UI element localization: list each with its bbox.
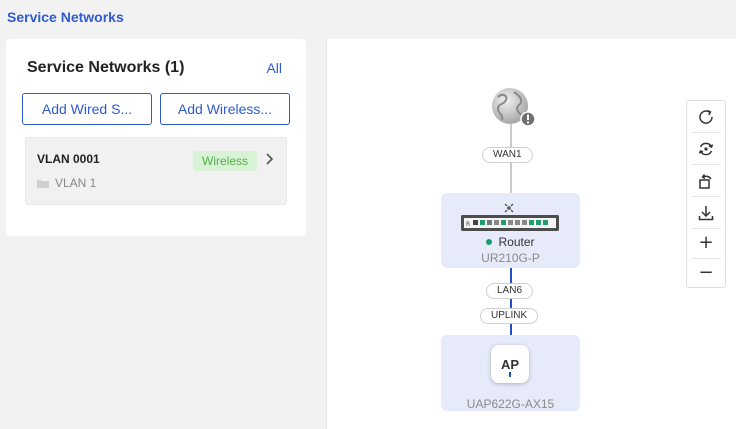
zoom-out-button[interactable]: −	[691, 259, 721, 285]
add-wired-button[interactable]: Add Wired S...	[22, 93, 152, 125]
chevron-right-icon[interactable]	[264, 152, 276, 166]
lan-port-tag: LAN6	[486, 283, 534, 299]
service-networks-heading: Service Networks (1)	[27, 59, 185, 76]
download-icon	[698, 206, 714, 221]
add-buttons-row: Add Wired S... Add Wireless...	[22, 93, 290, 125]
router-status-dot	[486, 239, 493, 245]
uplink-port-tag: UPLINK	[480, 308, 539, 324]
ap-model: UAP622G-AX15	[466, 397, 555, 411]
page-title: Service Networks	[7, 9, 124, 25]
router-model: UR210G-P	[481, 251, 540, 265]
wan-port-tag: WAN1	[482, 147, 533, 163]
ap-icon-text: AP	[500, 356, 520, 372]
zoom-in-button[interactable]: +	[691, 229, 721, 255]
refresh-icon	[699, 109, 713, 124]
toolbar-divider	[691, 164, 721, 165]
ap-node[interactable]: AP UAP622G-AX15	[441, 335, 580, 411]
ap-led	[509, 372, 511, 377]
download-button[interactable]	[691, 200, 721, 226]
add-wireless-button[interactable]: Add Wireless...	[160, 93, 290, 125]
folder-icon	[37, 179, 49, 188]
router-device-icon: R	[461, 203, 559, 231]
toolbar-divider	[691, 228, 721, 229]
service-networks-card: Service Networks (1) All Add Wired S... …	[6, 39, 306, 236]
vlan-id-label: VLAN 1	[55, 176, 97, 190]
rotate-icon	[699, 174, 712, 189]
topology-toolbar: + −	[686, 100, 726, 288]
router-node[interactable]: R Router UR210G-P	[441, 193, 580, 268]
toolbar-divider	[691, 132, 721, 133]
ap-device-icon: AP	[491, 345, 529, 383]
all-link[interactable]: All	[266, 60, 282, 76]
vlan-name: VLAN 0001	[37, 152, 100, 166]
wireless-badge: Wireless	[193, 151, 258, 171]
sync-icon	[698, 142, 714, 156]
internet-globe-icon	[492, 88, 536, 127]
service-networks-header: Service Networks (1) All	[27, 59, 282, 77]
rotate-button[interactable]	[691, 168, 721, 194]
router-label-row: Router	[441, 235, 580, 249]
router-label: Router	[498, 235, 535, 249]
vlan-subtitle: VLAN 1	[37, 176, 96, 190]
vlan-list-item[interactable]: VLAN 0001 Wireless VLAN 1	[25, 137, 287, 205]
toolbar-divider	[691, 258, 721, 259]
toolbar-divider	[691, 196, 721, 197]
refresh-button[interactable]	[691, 104, 721, 130]
sync-button[interactable]	[691, 136, 721, 162]
svg-text:R: R	[466, 221, 470, 228]
